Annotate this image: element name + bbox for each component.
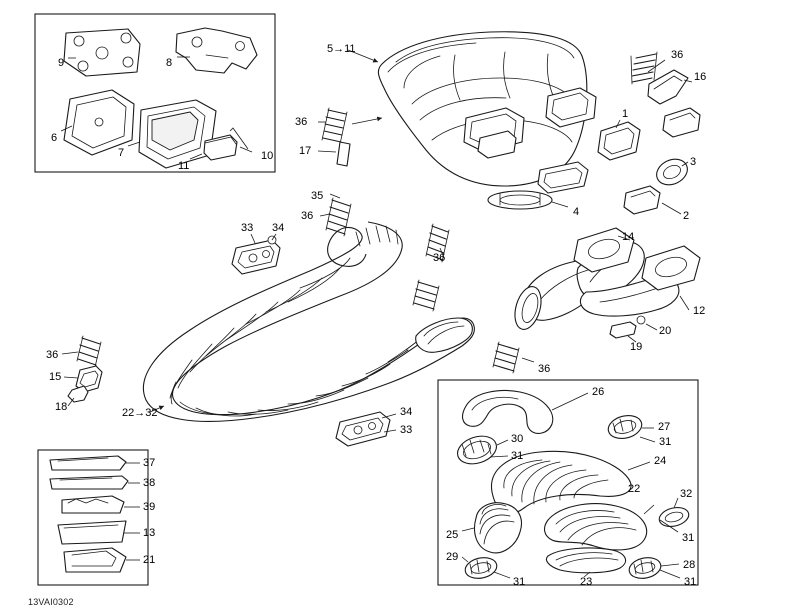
callout-36-d: 36 [433, 252, 446, 264]
callout-7: 7 [118, 147, 125, 159]
callout-36-b: 36 [671, 49, 684, 61]
callout-2: 2 [683, 210, 690, 222]
callout-31-e: 31 [684, 576, 697, 588]
callout-14: 14 [622, 231, 635, 243]
callout-19: 19 [630, 341, 643, 353]
spring-36-pipe-d [492, 341, 520, 374]
callout-1: 1 [622, 108, 629, 120]
callout-24: 24 [654, 455, 667, 467]
callout-10: 10 [261, 150, 274, 162]
callout-8: 8 [166, 57, 173, 69]
spring-36-left [321, 107, 348, 145]
callout-36-e: 36 [46, 349, 59, 361]
callout-33-a: 33 [241, 222, 254, 234]
callout-33-b: 33 [400, 424, 413, 436]
exhaust-manifold-assembly [514, 227, 701, 343]
callout-34-b: 34 [400, 406, 413, 418]
callout-4: 4 [573, 206, 580, 218]
callout-34-a: 34 [272, 222, 285, 234]
callout-13: 13 [143, 527, 156, 539]
callout-31-b: 31 [511, 450, 524, 462]
callout-20: 20 [659, 325, 672, 337]
callout-31-a: 31 [659, 436, 672, 448]
callout-36-a: 36 [295, 116, 308, 128]
drawing-number: 13VAI0302 [28, 597, 74, 607]
spring-36-topright [630, 51, 658, 85]
spring-36-pipe-b [425, 223, 450, 263]
callout-31-c: 31 [682, 532, 695, 544]
callout-32: 32 [680, 488, 693, 500]
callout-5-to-11: 5→11 [327, 43, 356, 55]
callout-6: 6 [51, 132, 58, 144]
callout-21: 21 [143, 554, 156, 566]
callout-27: 27 [658, 421, 671, 433]
callout-9: 9 [58, 57, 65, 69]
callout-28: 28 [683, 559, 696, 571]
spring-36-pipe-e [76, 335, 102, 368]
callout-26: 26 [592, 386, 605, 398]
callout-22: 22 [628, 483, 641, 495]
callout-37: 37 [143, 457, 156, 469]
callout-15: 15 [49, 371, 62, 383]
callout-11: 11 [178, 160, 190, 172]
exhaust-pipe-assembly [61, 193, 535, 447]
callout-16: 16 [694, 71, 707, 83]
main-muffler-assembly [317, 31, 701, 215]
inset-box-gaskets [34, 13, 276, 173]
callout-12: 12 [693, 305, 706, 317]
callout-25: 25 [446, 529, 459, 541]
callout-17: 17 [299, 145, 312, 157]
spring-36-pipe-c [412, 279, 440, 312]
callout-3: 3 [690, 156, 697, 168]
callout-38: 38 [143, 477, 156, 489]
callout-22-to-32: 22→32 [122, 407, 158, 419]
inset-box-seals [37, 449, 149, 586]
callout-30: 30 [511, 433, 524, 445]
callout-39: 39 [143, 501, 156, 513]
callout-35: 35 [311, 190, 324, 202]
callout-29: 29 [446, 551, 459, 563]
callout-18: 18 [55, 401, 68, 413]
callout-36-f: 36 [538, 363, 551, 375]
callout-31-d: 31 [513, 576, 526, 588]
inset-box-insulation [437, 379, 699, 586]
callout-23: 23 [580, 576, 593, 588]
callout-36-c: 36 [301, 210, 314, 222]
